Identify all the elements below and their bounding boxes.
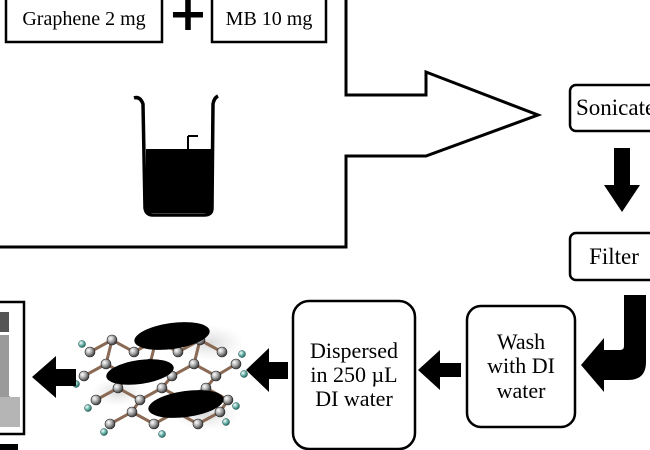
filter-box — [568, 231, 650, 282]
dispersed-line-1: Dispersed — [310, 337, 398, 363]
wash-box — [465, 304, 577, 429]
dispersed-box — [291, 299, 417, 450]
graphene-mb-molecule-icon — [72, 322, 248, 438]
wash-line-1: Wash — [496, 329, 546, 355]
filter-label: Filter — [589, 243, 639, 269]
mb-label: MB 10 mg — [225, 8, 313, 30]
mb-box — [210, 0, 328, 44]
product-vial-icon — [0, 300, 26, 450]
sonicate-box — [568, 83, 650, 133]
graphene-box — [4, 0, 164, 44]
sonicate-label: Sonicate — [576, 95, 650, 121]
down-arrow — [604, 148, 640, 212]
dispersed-label: Dispersed in 250 µL DI water — [293, 301, 415, 449]
wash-line-3: water — [496, 377, 546, 403]
wash-line-2: with DI — [487, 353, 555, 379]
left-arrow-3 — [32, 356, 76, 398]
wash-label: Wash with DI water — [467, 306, 575, 427]
plus-icon: + — [167, 0, 209, 42]
left-arrow-2 — [246, 348, 288, 392]
hook-arrow — [581, 295, 646, 392]
left-arrow-1 — [418, 350, 461, 390]
dispersed-line-3: DI water — [315, 386, 393, 412]
flow-frame — [0, 0, 543, 249]
dispersed-line-2: in 250 µL — [310, 361, 398, 387]
graphene-label: Graphene 2 mg — [22, 8, 146, 30]
beaker-icon — [133, 94, 219, 217]
